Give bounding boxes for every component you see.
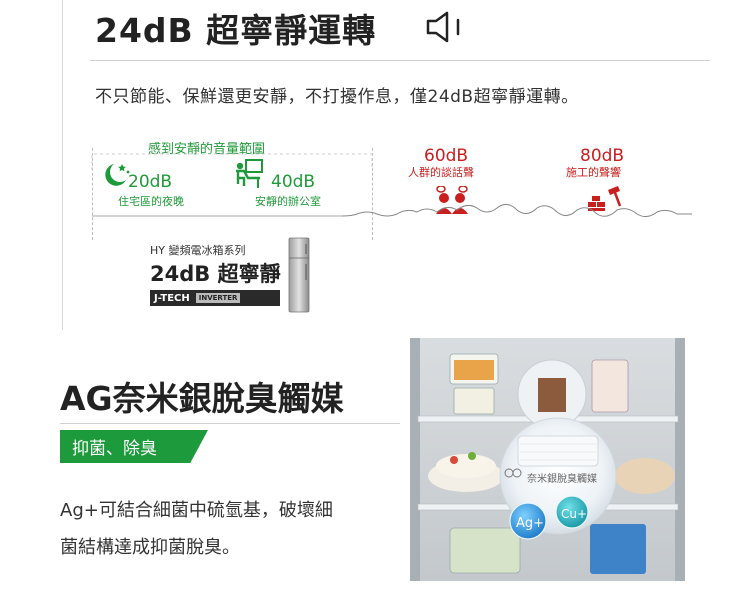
fridge-interior-photo: Ag+ Cu+ [410, 338, 685, 581]
level-40db-label: 安靜的辦公室 [255, 195, 321, 208]
level-80db-label: 施工的聲響 [566, 166, 621, 179]
description: 不只節能、保鮮還更安靜，不打擾作息，僅24dB超寧靜運轉。 [95, 87, 579, 107]
moon-stars-icon [105, 164, 130, 186]
quiet-range-bracket [91, 153, 373, 170]
level-20db: 20dB [128, 172, 173, 192]
office-worker-icon [236, 159, 263, 188]
page-title: 24dB 超寧靜運轉 [95, 11, 377, 50]
jtech-inverter-badge: J-TECH INVERTER [150, 290, 280, 306]
ag-divider [60, 423, 400, 424]
sound-wave-line [92, 204, 692, 218]
ag-feature-tag: 抑菌、除臭 [60, 430, 208, 463]
ag-ion-bubble: Ag+ [516, 516, 544, 531]
badge-sub: INVERTER [195, 293, 241, 303]
level-80db: 80dB [580, 146, 625, 166]
ag-description-line-1: Ag+可結合細菌中硫氫基，破壞細 [60, 500, 333, 521]
level-40db: 40dB [271, 172, 316, 192]
level-60db: 60dB [424, 146, 469, 166]
left-divider [62, 0, 63, 330]
title-divider [90, 60, 710, 61]
cu-ion-bubble: Cu+ [561, 507, 587, 521]
ag-section-title: AG奈米銀脫臭觸媒 [60, 379, 344, 418]
level-20db-label: 住宅區的夜晚 [118, 195, 184, 208]
ag-description-line-2: 菌結構達成抑菌脫臭。 [60, 537, 240, 558]
product-series-label: HY 變頻電冰箱系列 [150, 244, 246, 257]
product-quiet-heading: 24dB 超寧靜 [150, 262, 281, 286]
range-divider [92, 148, 93, 240]
construction-hammer-icon [588, 186, 622, 211]
refrigerator-icon [288, 237, 310, 313]
speaker-icon [426, 11, 460, 43]
badge-main: J-TECH [154, 292, 190, 304]
range-divider [372, 148, 373, 240]
level-60db-label: 人群的談話聲 [408, 166, 474, 179]
quiet-range-heading: 感到安靜的音量範圍 [148, 142, 266, 157]
deodorizer-caption: 奈米銀脫臭觸媒 [527, 474, 597, 485]
